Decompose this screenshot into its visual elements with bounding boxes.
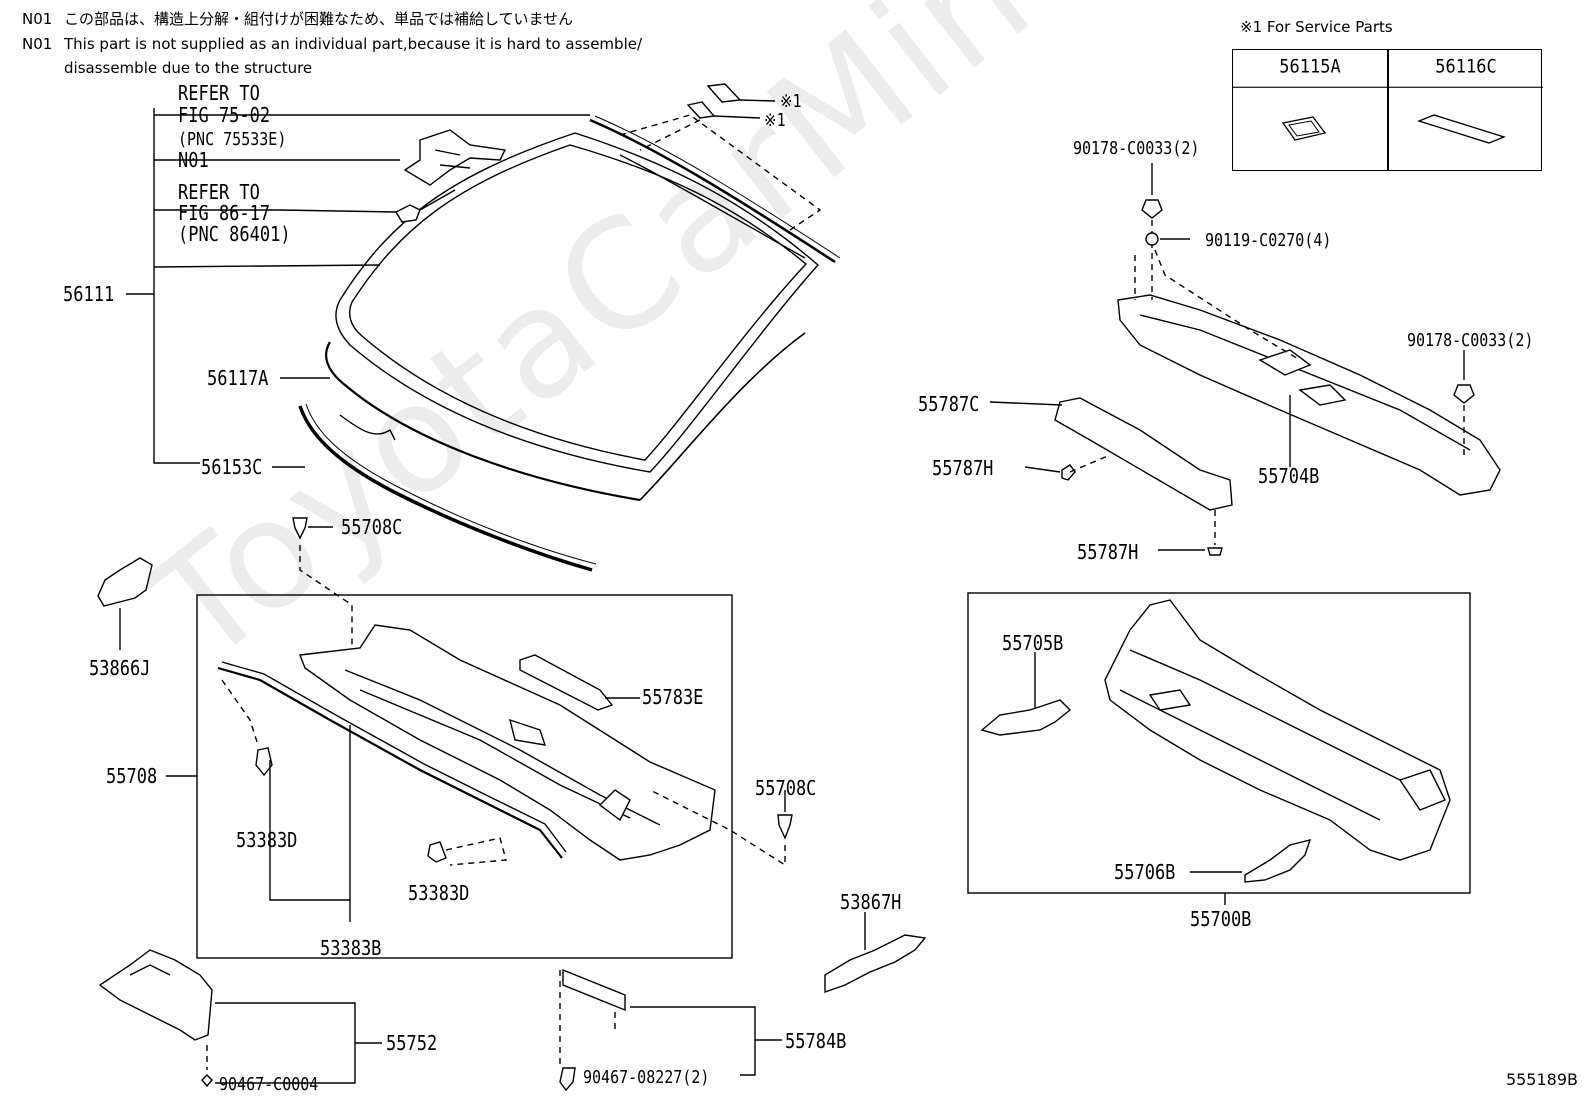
part-55708c-right[interactable]: 55708C (755, 777, 817, 801)
cowl-panel[interactable] (299, 624, 716, 861)
top-molding[interactable] (589, 118, 836, 264)
note-code: N01 (22, 10, 53, 28)
label-refer-to-2: REFER TO (178, 181, 260, 205)
pad-icon (1281, 116, 1327, 141)
part-53383b[interactable]: 53383B (320, 937, 382, 961)
part-56153c[interactable]: 56153C (201, 456, 263, 480)
service-mark-1a: ※1 (780, 90, 802, 112)
diagram-id: 555189B (1505, 1070, 1578, 1089)
service-parts-title: ※1 For Service Parts (1240, 18, 1393, 36)
cowl-assembly[interactable] (1104, 599, 1451, 861)
part-90119[interactable]: 90119-C0270(4) (1205, 229, 1332, 251)
part-53867h[interactable]: 53867H (840, 891, 902, 915)
table-divider (1387, 50, 1389, 170)
label-fig-86-17[interactable]: FIG 86-17 (178, 202, 271, 226)
part-90178-right[interactable]: 90178-C0033(2) (1407, 329, 1534, 351)
service-parts-table: 56115A 56116C (1232, 48, 1543, 171)
part-55787c[interactable]: 55787C (918, 393, 980, 417)
part-55708c-top[interactable]: 55708C (341, 516, 403, 540)
part-90467-c0004[interactable]: 90467-C0004 (219, 1073, 319, 1095)
part-90467-08227[interactable]: 90467-08227(2) (583, 1066, 710, 1088)
part-55700b[interactable]: 55700B (1190, 908, 1252, 932)
label-fig-75-02[interactable]: FIG 75-02 (178, 104, 271, 128)
part-55787h-a[interactable]: 55787H (932, 457, 994, 481)
label-n01: N01 (178, 149, 209, 173)
part-55706b[interactable]: 55706B (1114, 861, 1176, 885)
label-pnc-86401: (PNC 86401) (178, 223, 291, 247)
part-56117a[interactable]: 56117A (207, 367, 269, 391)
part-55704b[interactable]: 55704B (1258, 465, 1320, 489)
side-molding[interactable] (325, 341, 641, 502)
service-mark-1b: ※1 (764, 109, 786, 131)
part-53866j[interactable]: 53866J (89, 657, 151, 681)
part-56111[interactable]: 56111 (63, 283, 115, 307)
part-55784b[interactable]: 55784B (785, 1030, 847, 1054)
part-55783e[interactable]: 55783E (642, 686, 704, 710)
part-55705b[interactable]: 55705B (1002, 632, 1064, 656)
note-line-en-2: disassemble due to the structure (22, 57, 312, 79)
service-part-56116c-header[interactable]: 56116C (1389, 48, 1543, 88)
part-90178-top[interactable]: 90178-C0033(2) (1073, 137, 1200, 159)
windshield-glass[interactable] (335, 132, 819, 473)
cowl-top-outer[interactable] (1117, 294, 1501, 496)
part-55787h-b[interactable]: 55787H (1077, 541, 1139, 565)
note-line-jp: N01 この部品は、構造上分解・組付けが困難なため、単品では補給していません (22, 8, 573, 30)
label-pnc-75533e: (PNC 75533E) (178, 128, 287, 150)
part-55752[interactable]: 55752 (386, 1032, 438, 1056)
note-code: N01 (22, 35, 53, 53)
note-text: この部品は、構造上分解・組付けが困難なため、単品では補給していません (64, 10, 574, 28)
lower-seal[interactable] (298, 405, 593, 572)
label-refer-to-1: REFER TO (178, 82, 260, 106)
note-text: disassemble due to the structure (64, 59, 313, 77)
part-55708[interactable]: 55708 (106, 765, 158, 789)
note-text: This part is not supplied as an individu… (64, 35, 643, 53)
service-part-56115a-image[interactable] (1233, 85, 1387, 170)
part-53383d-right[interactable]: 53383D (408, 882, 470, 906)
part-53383d-left[interactable]: 53383D (236, 829, 298, 853)
strip-icon (1417, 114, 1506, 144)
service-part-56115a-header[interactable]: 56115A (1233, 48, 1387, 88)
note-line-en-1: N01 This part is not supplied as an indiv… (22, 33, 642, 55)
service-part-56116c-image[interactable] (1389, 85, 1543, 170)
